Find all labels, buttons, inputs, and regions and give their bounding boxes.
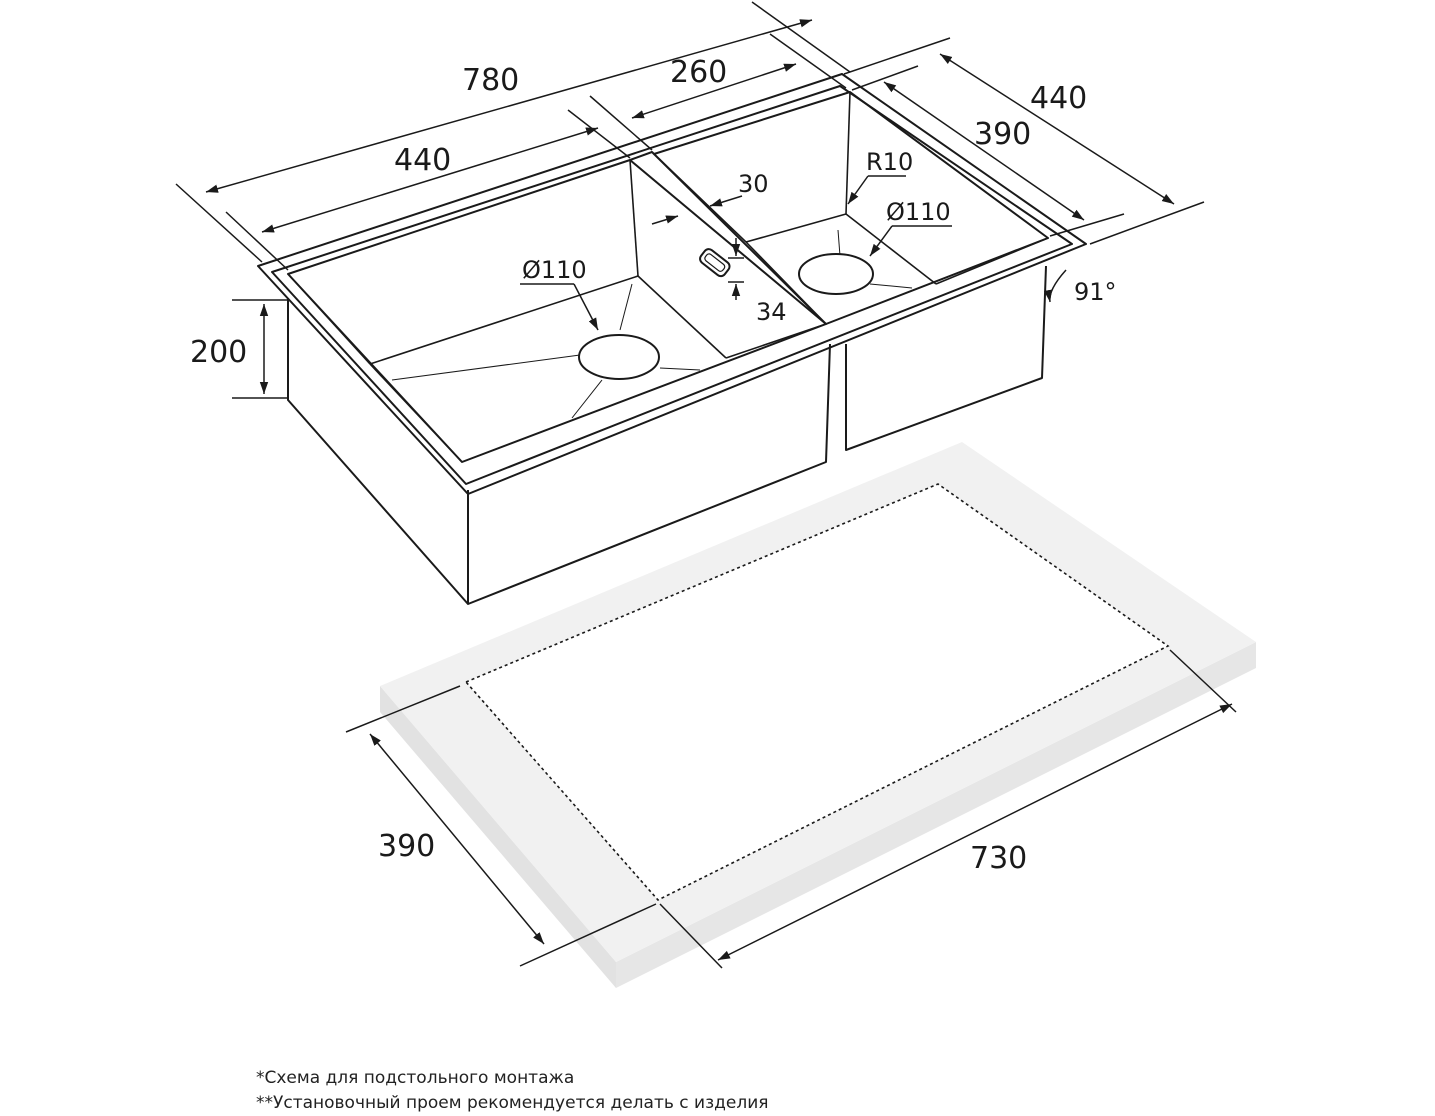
dim-left-bowl-width: 440 bbox=[394, 143, 451, 178]
dim-bowl-depth: 390 bbox=[974, 117, 1031, 152]
sink bbox=[257, 73, 1087, 605]
cutout-outline bbox=[464, 483, 1170, 901]
right-bowl-body bbox=[845, 265, 1047, 451]
cutout-width-dimension bbox=[659, 649, 1237, 969]
dim-divider: 30 bbox=[738, 170, 769, 198]
note-cutout-recommendation: **Установочный проем рекомендуется делат… bbox=[256, 1093, 769, 1113]
right-drain bbox=[798, 253, 874, 295]
dim-height: 200 bbox=[190, 335, 247, 370]
cutout-depth-dimension bbox=[345, 685, 657, 967]
left-bowl-interior bbox=[287, 159, 827, 463]
dimension-labels: 780 440 260 440 390 200 30 Ø110 Ø110 R10… bbox=[190, 55, 1117, 876]
dim-right-bowl-width: 260 bbox=[670, 55, 727, 90]
overflow-slot bbox=[699, 248, 731, 278]
dim-drain-left: Ø110 bbox=[522, 256, 587, 284]
note-undermount: *Схема для подстольного монтажа bbox=[256, 1068, 575, 1088]
dimension-lines bbox=[175, 1, 1205, 399]
dim-total-length: 780 bbox=[462, 63, 519, 98]
countertop-side-face bbox=[616, 642, 1256, 988]
countertop bbox=[380, 442, 1256, 988]
dim-overflow: 34 bbox=[756, 298, 787, 326]
left-drain bbox=[578, 334, 660, 380]
dim-angle: 91° bbox=[1074, 278, 1117, 306]
dim-drain-right: Ø110 bbox=[886, 198, 951, 226]
dim-cutout-width: 730 bbox=[970, 841, 1027, 876]
dim-depth-total: 440 bbox=[1030, 81, 1087, 116]
sink-flange-outer bbox=[257, 73, 1087, 495]
dim-corner-radius: R10 bbox=[866, 148, 913, 176]
dim-cutout-depth: 390 bbox=[378, 829, 435, 864]
